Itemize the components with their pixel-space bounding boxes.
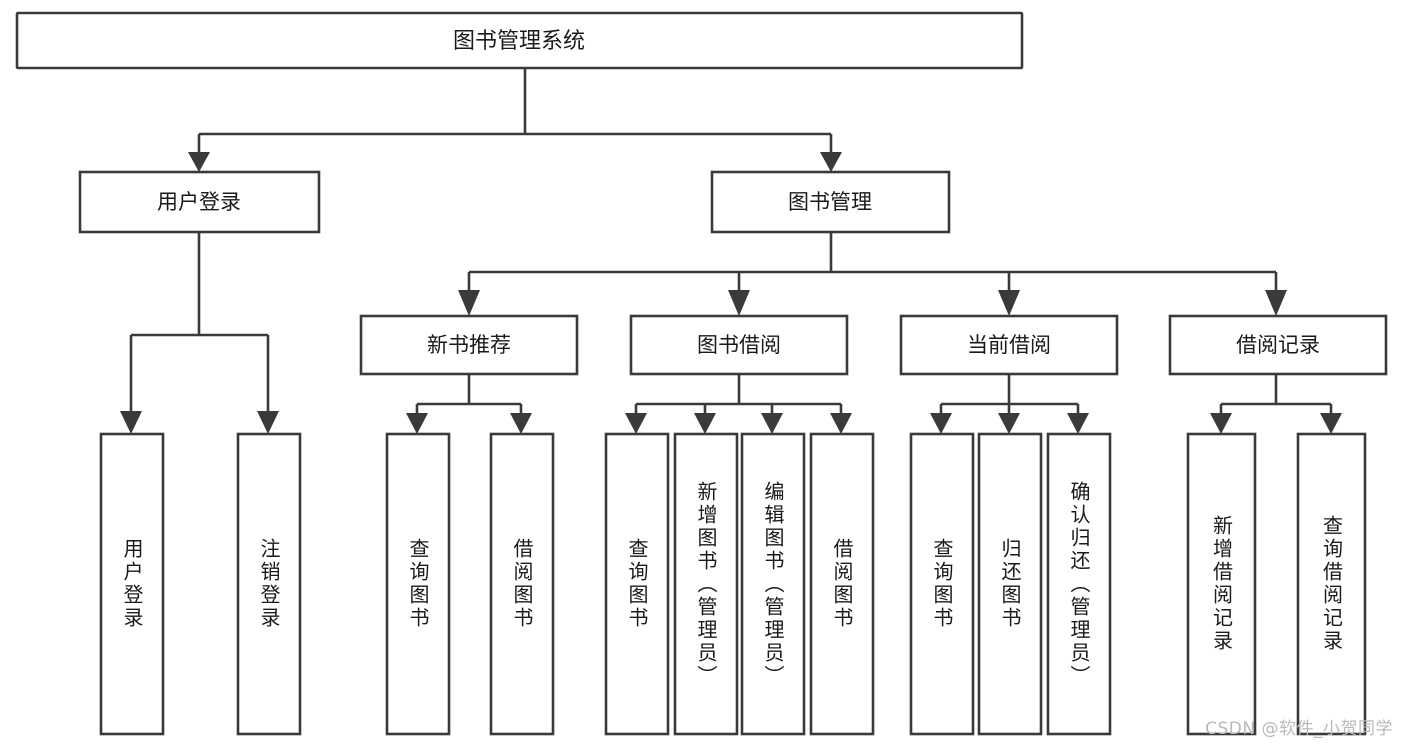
- leaf-box-current-borrow-2[interactable]: [977, 432, 1043, 736]
- leaf-box-new-book-1[interactable]: [385, 432, 451, 736]
- leaf-box-current-borrow-3[interactable]: [1046, 432, 1112, 736]
- connector-group: [129, 68, 1333, 413]
- node-borrow-record-label: 借阅记录: [1236, 333, 1320, 357]
- arrowhead-leaf-bookborrow-3: [761, 413, 783, 434]
- arrowhead-bookborrow: [728, 290, 750, 316]
- node-user-login-box[interactable]: [78, 170, 321, 234]
- arrowhead-newbook: [458, 290, 480, 316]
- leaf-box-book-borrow-2[interactable]: [673, 432, 739, 736]
- node-user-login[interactable]: 用户登录: [78, 170, 321, 234]
- arrowhead-leaf-borrowrecord-2: [1320, 413, 1342, 434]
- arrowhead-leaf-bookborrow-4: [830, 413, 852, 434]
- arrowhead-leaf-userlogin-1: [120, 411, 142, 434]
- node-borrow-record[interactable]: 借阅记录: [1168, 314, 1388, 376]
- leaf-box-new-book-2[interactable]: [489, 432, 555, 736]
- leaf-box-current-borrow-1[interactable]: [909, 432, 975, 736]
- arrowhead-group: [120, 152, 1342, 434]
- arrowhead-borrowrecord: [1265, 290, 1287, 316]
- arrowhead-leaf-userlogin-2: [257, 411, 279, 434]
- node-book-manage-box[interactable]: [710, 170, 951, 234]
- leaf-box-user-login-1[interactable]: [99, 432, 165, 736]
- arrowhead-leaf-newbook-1: [406, 413, 428, 434]
- node-new-book-recommend-label: 新书推荐: [427, 333, 511, 357]
- node-user-login-label: 用户登录: [157, 190, 241, 214]
- node-borrow-record-box[interactable]: [1168, 314, 1388, 376]
- node-new-book-recommend-box[interactable]: [359, 314, 579, 376]
- node-current-borrow[interactable]: 当前借阅: [899, 314, 1119, 376]
- node-root-box[interactable]: [15, 11, 1024, 70]
- leaf-box-group: [99, 432, 1367, 736]
- node-book-borrow-box[interactable]: [629, 314, 849, 376]
- node-book-borrow-label: 图书借阅: [697, 333, 781, 357]
- node-root-label: 图书管理系统: [453, 29, 585, 54]
- arrowhead-leaf-currentborrow-1: [930, 413, 952, 434]
- node-new-book-recommend[interactable]: 新书推荐: [359, 314, 579, 376]
- arrowhead-leaf-bookborrow-1: [625, 413, 647, 434]
- arrowhead-leaf-currentborrow-2: [998, 413, 1020, 434]
- leaf-box-user-login-2[interactable]: [236, 432, 302, 736]
- arrowhead-user-login: [188, 152, 210, 172]
- node-root[interactable]: 图书管理系统: [15, 11, 1024, 70]
- arrowhead-leaf-newbook-2: [510, 413, 532, 434]
- arrowhead-leaf-currentborrow-3: [1067, 413, 1089, 434]
- node-book-manage-label: 图书管理: [788, 190, 872, 214]
- arrowhead-book-manage: [820, 152, 842, 172]
- arrowhead-currentborrow: [998, 290, 1020, 316]
- leaf-box-book-borrow-1[interactable]: [604, 432, 670, 736]
- leaf-box-borrow-record-1[interactable]: [1186, 432, 1257, 736]
- leaf-box-book-borrow-3[interactable]: [740, 432, 806, 736]
- node-current-borrow-box[interactable]: [899, 314, 1119, 376]
- node-book-manage[interactable]: 图书管理: [710, 170, 951, 234]
- leaf-box-borrow-record-2[interactable]: [1296, 432, 1367, 736]
- leaf-box-book-borrow-4[interactable]: [809, 432, 875, 736]
- node-current-borrow-label: 当前借阅: [967, 333, 1051, 357]
- arrowhead-leaf-bookborrow-2: [694, 413, 716, 434]
- node-book-borrow[interactable]: 图书借阅: [629, 314, 849, 376]
- arrowhead-leaf-borrowrecord-1: [1210, 413, 1232, 434]
